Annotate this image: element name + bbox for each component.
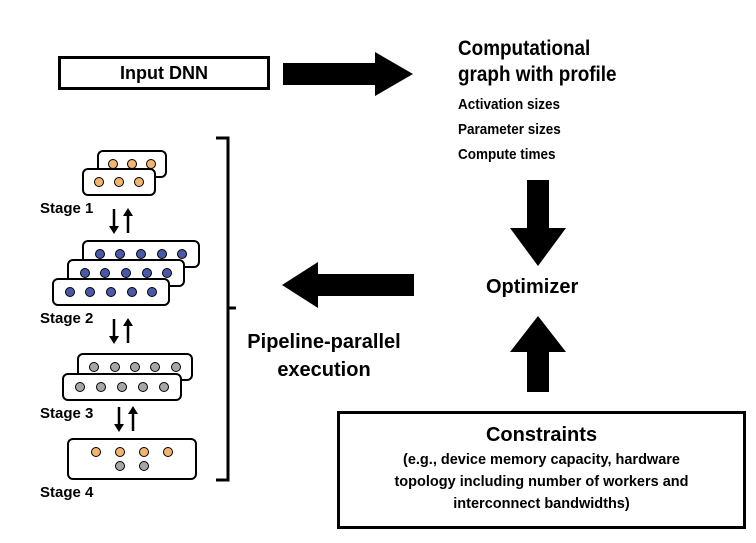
graph-title: Computational graph with profile [458,37,617,86]
unit-blue [120,268,131,278]
stage-1-label: Stage 1 [40,200,94,217]
unit-gray [138,382,148,392]
unit-gray [96,382,106,392]
graph-item-activation: Activation sizes [458,96,561,113]
unit-blue [79,268,90,278]
graph-item-compute: Compute times [458,146,556,163]
unit-blue [177,249,188,259]
unit-gray [115,461,125,471]
unit-blue [64,287,75,297]
unit-gray [139,461,149,471]
stage2-layer-front [52,278,170,306]
unit-blue [100,268,111,278]
unit-orange [94,177,104,187]
graph-item-parameter: Parameter sizes [458,121,561,138]
stage4-layer [67,438,197,480]
stage-2-label: Stage 2 [40,310,94,327]
up-down-arrows-icon [109,208,133,234]
unit-gray [150,362,161,372]
unit-orange [163,447,173,457]
unit-blue [85,287,96,297]
unit-blue [105,287,116,297]
stage4-row-orange [91,447,173,457]
up-down-arrows-icon [109,318,133,344]
unit-gray [117,382,127,392]
unit-blue [156,249,167,259]
unit-orange [115,447,125,457]
input-dnn-box: Input DNN [58,56,270,90]
unit-blue [162,268,173,278]
stage-3-label: Stage 3 [40,405,94,422]
unit-blue [94,249,105,259]
unit-orange [91,447,101,457]
stage4-row-gray [115,461,149,471]
unit-orange [114,177,124,187]
unit-blue [135,249,146,259]
unit-gray [170,362,181,372]
unit-gray [159,382,169,392]
arrow-up-icon [510,316,566,392]
unit-gray [109,362,120,372]
unit-blue [126,287,137,297]
arrow-down-icon [510,180,566,266]
unit-gray [75,382,85,392]
up-down-arrows-icon [114,406,138,432]
constraints-description: (e.g., device memory capacity, hardware … [394,452,689,512]
unit-blue [147,287,158,297]
constraints-box: Constraints (e.g., device memory capacit… [337,411,746,529]
unit-blue [115,249,126,259]
unit-orange [139,447,149,457]
stage1-layer-front [82,168,156,196]
unit-blue [141,268,152,278]
constraints-title: Constraints [485,424,598,446]
unit-orange [134,177,144,187]
unit-gray [89,362,100,372]
input-dnn-label: Input DNN [120,62,208,83]
bracket-icon [216,136,236,482]
unit-gray [129,362,140,372]
arrow-right-icon [283,52,413,96]
stage-4-label: Stage 4 [40,484,94,501]
arrow-left-icon [282,262,414,308]
stage3-layer-front [62,373,182,401]
pipeline-label: Pipeline-parallel execution [247,331,401,381]
optimizer-label: Optimizer [486,276,579,298]
